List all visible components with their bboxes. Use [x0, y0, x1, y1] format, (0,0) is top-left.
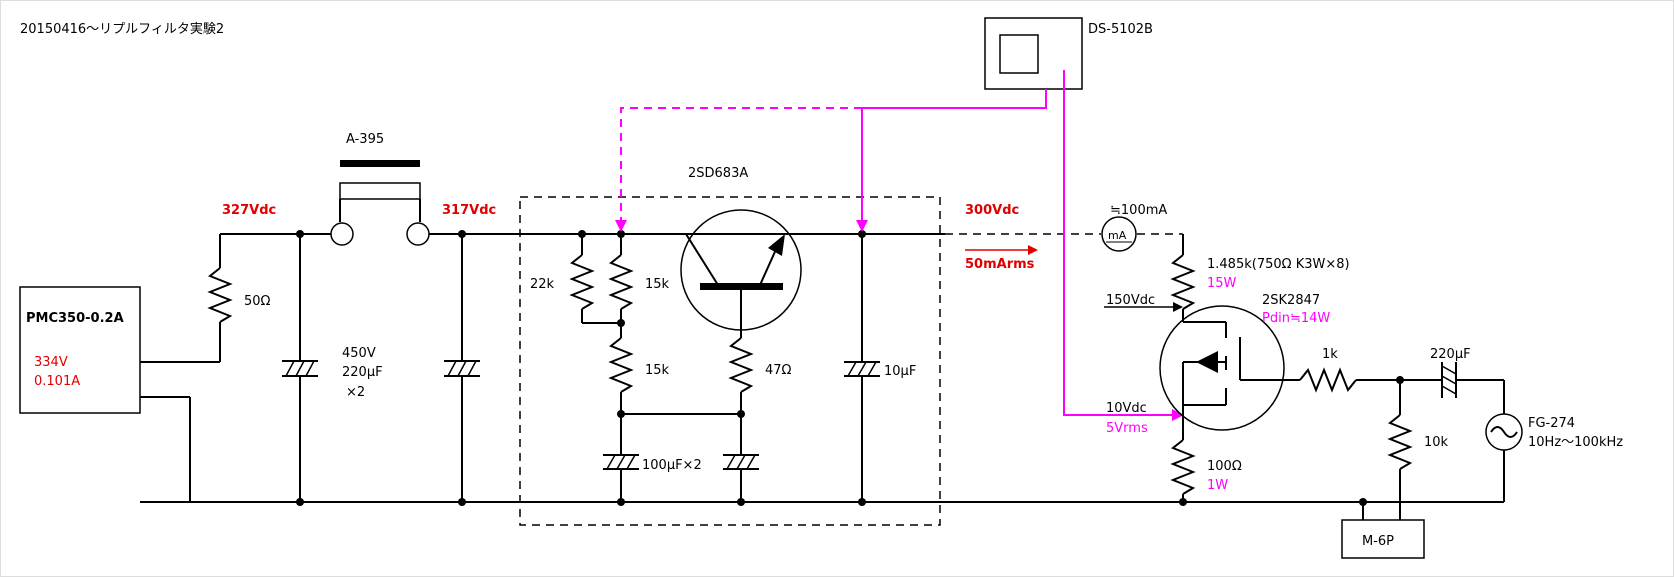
resistor-15k-bottom: 15k: [608, 337, 670, 455]
power-supply: PMC350-0.2A 334V 0.101A: [19, 286, 220, 503]
resistor-10k: 10k: [1387, 376, 1449, 520]
capacitor-450v: 450V 220μF ×2: [282, 230, 383, 506]
mv-label: M-6P: [1362, 534, 1394, 549]
capacitor-2: [444, 230, 480, 506]
resistor-100: 100Ω 1W: [1170, 415, 1242, 506]
ma-approx-label: ≒100mA: [1110, 203, 1167, 218]
cap450-line1: 450V: [342, 346, 376, 361]
mosfet-2sk2847: 2SK2847 Pdin≒14W: [1159, 293, 1330, 431]
c100-label: 100μF×2: [642, 458, 702, 473]
v10-label: 10Vdc: [1106, 401, 1147, 416]
a395-meter: A-395: [330, 132, 430, 246]
r1k-label: 1k: [1322, 347, 1338, 362]
oscilloscope-ds5102b: DS-5102B: [984, 17, 1153, 90]
v150-label: 150Vdc: [1106, 293, 1155, 308]
r100-w-label: 1W: [1207, 478, 1228, 493]
r10k-label: 10k: [1424, 435, 1449, 450]
pdin-label: Pdin≒14W: [1262, 311, 1330, 326]
r50-label: 50Ω: [244, 294, 271, 309]
capacitor-100uf-a: [603, 454, 639, 506]
resistor-15k-top: 15k: [608, 230, 670, 338]
transistor-2sd683a: [621, 209, 802, 338]
r22k-label: 22k: [530, 277, 555, 292]
v300-label: 300Vdc: [965, 203, 1019, 218]
c220-label: 220μF: [1430, 347, 1471, 362]
v150-arrow: [1104, 302, 1183, 312]
r15k-top-label: 15k: [645, 277, 670, 292]
function-generator: FG-274 10Hz～100kHz: [1485, 380, 1623, 502]
a395-label: A-395: [346, 132, 384, 147]
r15k-bottom-label: 15k: [645, 363, 670, 378]
ma-symbol: mA: [1108, 229, 1127, 242]
ma-meter: mA ≒100mA: [1101, 203, 1167, 252]
resistor-47: 47Ω: [728, 337, 792, 418]
psu-current: 0.101A: [34, 374, 80, 389]
capacitor-10uf: 10μF: [844, 230, 916, 506]
psu-name: PMC350-0.2A: [26, 311, 124, 326]
i50-label: 50mArms: [965, 257, 1035, 272]
fg-label: FG-274: [1528, 416, 1575, 431]
filter-module-box: [519, 196, 941, 526]
capacitor-100uf-b: [723, 414, 759, 506]
rload-label: 1.485k(750Ω K3W×8): [1207, 257, 1350, 272]
resistor-50: 50Ω: [207, 234, 271, 362]
r100-label: 100Ω: [1207, 459, 1242, 474]
v327-label: 327Vdc: [222, 203, 276, 218]
fg-range-label: 10Hz～100kHz: [1528, 435, 1623, 450]
current-arrow: [965, 245, 1038, 255]
multimeter-m6p: M-6P: [1341, 498, 1425, 559]
diagram-title: 20150416～リプルフィルタ実験2: [20, 21, 224, 37]
scope-label: DS-5102B: [1088, 22, 1153, 37]
rload-w-label: 15W: [1207, 276, 1237, 291]
resistor-load: 1.485k(750Ω K3W×8) 15W: [1170, 234, 1350, 322]
mosfet-label: 2SK2847: [1262, 293, 1320, 308]
c10-label: 10μF: [884, 364, 916, 379]
cap450-line2: 220μF: [342, 365, 383, 380]
capacitor-220uf: 220μF: [1430, 347, 1504, 398]
r47-label: 47Ω: [765, 363, 792, 378]
v5rms-label: 5Vrms: [1106, 421, 1148, 436]
v317-label: 317Vdc: [442, 203, 496, 218]
probe-wires: [615, 70, 1184, 421]
cap450-line3: ×2: [346, 385, 365, 400]
resistor-22k: 22k: [530, 230, 621, 324]
psu-voltage: 334V: [34, 355, 68, 370]
transistor-label: 2SD683A: [688, 166, 748, 181]
